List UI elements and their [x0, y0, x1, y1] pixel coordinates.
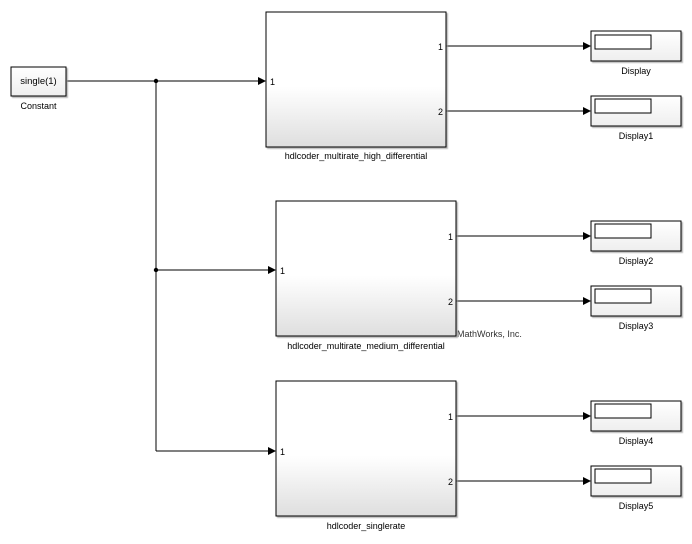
display-block[interactable] — [590, 465, 682, 497]
output-port-label: 2 — [448, 477, 453, 487]
display-label: Display3 — [619, 321, 654, 331]
display-block[interactable] — [590, 95, 682, 127]
background-annotation-text: MathWorks, Inc. — [457, 329, 522, 339]
output-port-label: 1 — [448, 412, 453, 422]
branch-point — [153, 78, 159, 84]
input-port-label: 1 — [280, 447, 285, 457]
input-port-label: 1 — [280, 266, 285, 276]
display-label: Display5 — [619, 501, 654, 511]
input-port-label: 1 — [270, 77, 275, 87]
output-port-label: 1 — [438, 42, 443, 52]
constant-block-label: Constant — [20, 101, 57, 111]
display-label: Display2 — [619, 256, 654, 266]
subsystem-label: hdlcoder_multirate_high_differential — [285, 151, 427, 161]
constant-value-text: single(1) — [20, 76, 56, 87]
subsystem-singlerate[interactable]: 1 1 2 — [275, 380, 457, 517]
signal-lines — [67, 42, 591, 485]
display-label: Display4 — [619, 436, 654, 446]
subsystem-medium-differential[interactable]: 1 1 2 — [275, 200, 457, 337]
output-port-label: 2 — [438, 107, 443, 117]
display-block[interactable] — [590, 400, 682, 432]
subsystem-high-differential[interactable]: 1 1 2 — [265, 11, 447, 148]
output-port-label: 1 — [448, 232, 453, 242]
display-label: Display — [621, 66, 651, 76]
branch-point — [153, 267, 159, 273]
display-label: Display1 — [619, 131, 654, 141]
display-block[interactable] — [590, 220, 682, 252]
constant-block[interactable]: single(1) — [10, 66, 67, 97]
output-port-label: 2 — [448, 297, 453, 307]
subsystem-label: hdlcoder_singlerate — [327, 521, 406, 531]
display-block[interactable] — [590, 285, 682, 317]
display-block[interactable] — [590, 30, 682, 62]
subsystem-label: hdlcoder_multirate_medium_differential — [287, 341, 444, 351]
